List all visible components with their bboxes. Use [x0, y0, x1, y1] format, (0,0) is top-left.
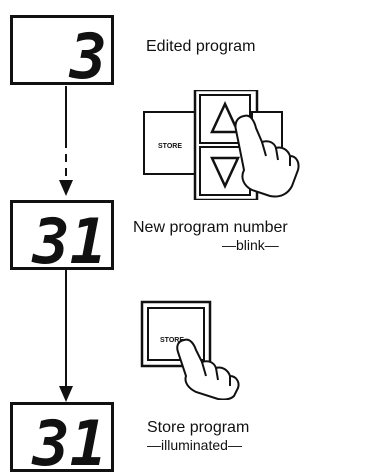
step-label-new-program-number: New program number	[133, 219, 288, 236]
step-sublabel-illuminated: —illuminated—	[147, 437, 242, 453]
step-label-store-program: Store program	[147, 419, 250, 436]
display-store-program: 31	[10, 402, 114, 472]
display-digits: 31	[31, 407, 107, 469]
step-sublabel-blink: —blink—	[222, 237, 279, 253]
display-digits: 3	[69, 20, 107, 82]
triangle-down-icon	[210, 156, 240, 189]
store-button-label: STORE	[158, 143, 182, 150]
flow-arrowhead-2	[59, 386, 73, 402]
store-button[interactable]	[147, 307, 205, 361]
display-digits: 31	[31, 205, 107, 267]
display-edited-program: 3	[10, 15, 114, 85]
display-new-program-number: 31	[10, 200, 114, 270]
triangle-up-icon	[210, 101, 240, 134]
flow-arrowhead-1	[59, 180, 73, 196]
store-button-label: STORE	[160, 337, 184, 344]
updown-store-panel: STORE	[143, 90, 300, 200]
store-press-panel: STORE	[140, 300, 240, 400]
step-label-edited-program: Edited program	[146, 38, 256, 55]
pointing-hand-icon	[176, 338, 240, 400]
pointing-hand-icon	[234, 114, 300, 198]
